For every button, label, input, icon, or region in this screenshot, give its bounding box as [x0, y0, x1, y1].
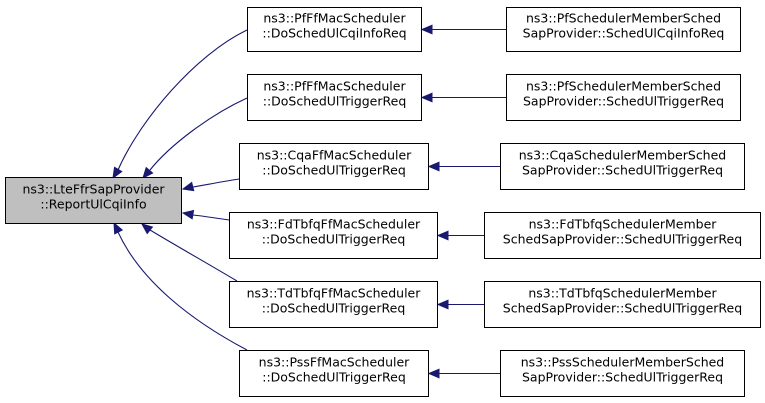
scheduler-node-2-label-line-2: ::DoSchedUlTriggerReq [263, 94, 407, 109]
edge-to-root-6 [117, 231, 248, 351]
edge-caller-1-arrowhead [420, 24, 433, 35]
scheduler-node-3-label-line-1: ns3::CqaFfMacScheduler [257, 148, 412, 163]
edge-caller-4-arrowhead [436, 230, 449, 241]
root-node-box [5, 177, 182, 224]
scheduler-node-2-box [247, 74, 422, 121]
sap-provider-node-4-label-line-1: ns3::FdTbfqSchedulerMember [529, 217, 718, 232]
scheduler-node-6-box [239, 350, 429, 397]
sap-provider-node-6-label-line-2: SapProvider::SchedUlTriggerReq [522, 370, 723, 385]
sap-provider-node-6-label-line-1: ns3::PssSchedulerMemberSched [521, 355, 725, 370]
scheduler-node-1-label-line-2: ::DoSchedUlCqiInfoReq [262, 26, 406, 41]
edge-caller-6-arrowhead [427, 368, 440, 379]
scheduler-node-6-label-line-2: ::DoSchedUlTriggerReq [262, 370, 406, 385]
sap-provider-node-2[interactable]: ns3::PfSchedulerMemberSchedSapProvider::… [506, 74, 741, 121]
sap-provider-node-3-box [500, 143, 745, 190]
scheduler-node-5[interactable]: ns3::TdTbfqFfMacScheduler::DoSchedUlTrig… [229, 281, 438, 328]
sap-provider-node-5[interactable]: ns3::TdTbfqSchedulerMemberSchedSapProvid… [484, 281, 761, 328]
edge-to-root-4-arrowhead [181, 209, 195, 220]
sap-provider-node-4-box [484, 212, 761, 259]
sap-provider-node-3-label-line-1: ns3::CqaSchedulerMemberSched [519, 148, 726, 163]
edge-to-root-2-arrowhead [142, 166, 154, 179]
scheduler-node-2-label-line-1: ns3::PfFfMacScheduler [263, 79, 406, 94]
scheduler-node-3-box [239, 143, 429, 190]
edge-to-root-5 [149, 229, 238, 282]
edge-caller-3-arrowhead [427, 161, 440, 172]
scheduler-node-1-box [247, 7, 422, 52]
sap-provider-node-5-label-line-2: SchedSapProvider::SchedUlTriggerReq [503, 301, 742, 316]
sap-provider-node-1-label-line-2: SapProvider::SchedUlCqiInfoReq [523, 26, 725, 41]
root-node-label-line-2: ::ReportUlCqiInfo [40, 197, 146, 212]
edge-to-root-3-arrowhead [181, 181, 195, 192]
sap-provider-node-5-box [484, 281, 761, 328]
scheduler-node-4-label-line-2: ::DoSchedUlTriggerReq [262, 232, 406, 247]
edge-to-root-1 [117, 29, 248, 171]
scheduler-node-4-box [229, 212, 438, 259]
edge-to-root-5-arrowhead [140, 223, 154, 235]
scheduler-node-5-label-line-2: ::DoSchedUlTriggerReq [262, 301, 406, 316]
sap-provider-node-1[interactable]: ns3::PfSchedulerMemberSchedSapProvider::… [506, 7, 741, 52]
edge-caller-2-arrowhead [420, 92, 433, 103]
root-node[interactable]: ns3::LteFfrSapProvider::ReportUlCqiInfo [5, 177, 182, 224]
sap-provider-node-3[interactable]: ns3::CqaSchedulerMemberSchedSapProvider:… [500, 143, 745, 190]
scheduler-node-6-label-line-1: ns3::PssFfMacScheduler [259, 355, 411, 370]
edge-to-root-1-arrowhead [112, 166, 123, 180]
scheduler-node-5-box [229, 281, 438, 328]
scheduler-node-3-label-line-2: ::DoSchedUlTriggerReq [262, 163, 406, 178]
sap-provider-node-3-label-line-2: SapProvider::SchedUlTriggerReq [522, 163, 723, 178]
sap-provider-node-1-box [506, 7, 741, 52]
scheduler-node-2[interactable]: ns3::PfFfMacScheduler::DoSchedUlTriggerR… [247, 74, 422, 121]
sap-provider-node-6-box [500, 350, 745, 397]
nodes-layer: ns3::LteFfrSapProvider::ReportUlCqiInfon… [5, 7, 761, 397]
edge-to-root-4 [192, 214, 230, 221]
sap-provider-node-1-label-line-1: ns3::PfSchedulerMemberSched [526, 11, 721, 26]
scheduler-node-5-label-line-1: ns3::TdTbfqFfMacScheduler [247, 286, 422, 301]
root-node-label-line-1: ns3::LteFfrSapProvider [22, 182, 165, 197]
scheduler-node-4[interactable]: ns3::FdTbfqFfMacScheduler::DoSchedUlTrig… [229, 212, 438, 259]
sap-provider-node-4[interactable]: ns3::FdTbfqSchedulerMemberSchedSapProvid… [484, 212, 761, 259]
scheduler-node-3[interactable]: ns3::CqaFfMacScheduler::DoSchedUlTrigger… [239, 143, 429, 190]
sap-provider-node-2-label-line-2: SapProvider::SchedUlTriggerReq [523, 94, 724, 109]
scheduler-node-6[interactable]: ns3::PssFfMacScheduler::DoSchedUlTrigger… [239, 350, 429, 397]
scheduler-node-4-label-line-1: ns3::FdTbfqFfMacScheduler [247, 217, 421, 232]
edge-to-root-2 [149, 97, 248, 171]
edge-to-root-6-arrowhead [113, 221, 124, 235]
edge-caller-5-arrowhead [436, 299, 449, 310]
sap-provider-node-4-label-line-2: SchedSapProvider::SchedUlTriggerReq [503, 232, 742, 247]
edges-layer [112, 24, 506, 379]
sap-provider-node-6[interactable]: ns3::PssSchedulerMemberSchedSapProvider:… [500, 350, 745, 397]
scheduler-node-1-label-line-1: ns3::PfFfMacScheduler [263, 11, 406, 26]
scheduler-node-1[interactable]: ns3::PfFfMacScheduler::DoSchedUlCqiInfoR… [247, 7, 422, 52]
sap-provider-node-2-label-line-1: ns3::PfSchedulerMemberSched [526, 79, 721, 94]
sap-provider-node-2-box [506, 74, 741, 121]
sap-provider-node-5-label-line-1: ns3::TdTbfqSchedulerMember [528, 286, 717, 301]
edge-to-root-3 [192, 178, 240, 188]
